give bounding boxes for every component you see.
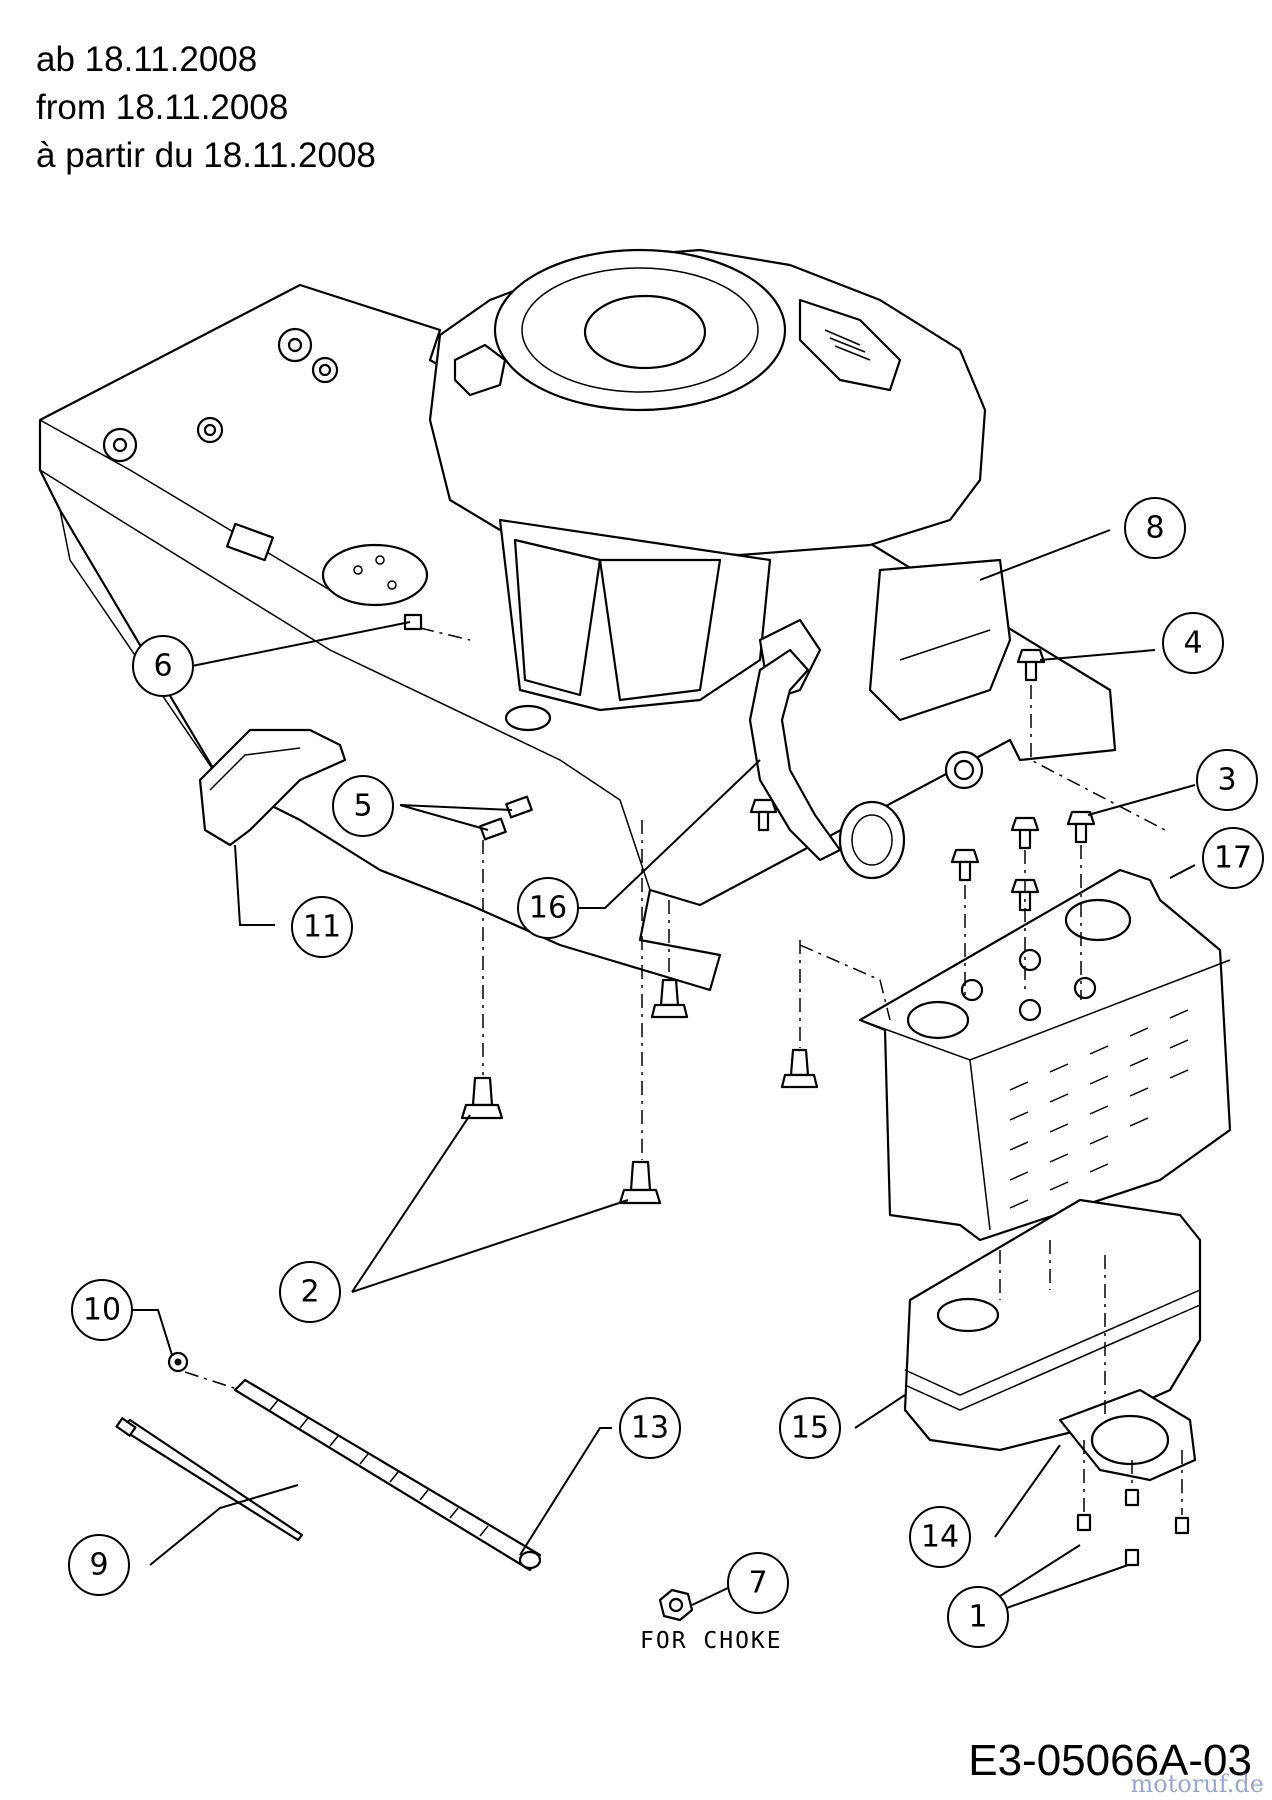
bolt-1d	[1124, 1488, 1140, 1507]
muffler	[903, 1198, 1202, 1452]
choke-note: FOR CHOKE	[640, 1628, 783, 1654]
bolt-3	[1066, 810, 1096, 844]
bolt-1c	[1174, 1516, 1190, 1535]
callout-10: 10	[71, 1279, 133, 1341]
assembly-lines	[184, 627, 1183, 1515]
bolt-2b	[618, 1160, 662, 1205]
bolt-16	[749, 798, 778, 832]
svg-text:1: 1	[968, 1600, 987, 1635]
document-number: E3-05066A-03	[968, 1736, 1252, 1785]
watermark: motoruf.de	[1130, 1770, 1264, 1798]
svg-text:9: 9	[89, 1548, 108, 1583]
clip	[167, 1351, 189, 1373]
bolt-1b	[1124, 1548, 1140, 1567]
callout-11: 11	[291, 896, 353, 958]
callout-15: 15	[779, 1397, 841, 1459]
date-line-de: ab 18.11.2008	[36, 40, 258, 79]
svg-text:16: 16	[529, 891, 567, 926]
callout-14: 14	[909, 1506, 971, 1568]
svg-text:14: 14	[921, 1520, 959, 1555]
bolt-5a	[479, 817, 507, 841]
callout-6: 6	[132, 635, 194, 697]
callout-7: 7	[727, 1552, 789, 1614]
callout-17: 17	[1202, 827, 1264, 889]
callout-5: 5	[332, 775, 394, 837]
callout-13: 13	[619, 1397, 681, 1459]
svg-text:5: 5	[353, 789, 372, 824]
heat-shield	[858, 868, 1232, 1242]
svg-text:2: 2	[300, 1275, 319, 1310]
validity-dates: ab 18.11.2008 from 18.11.2008 à partir d…	[36, 36, 376, 180]
svg-text:7: 7	[748, 1566, 767, 1601]
bolt-4	[1016, 648, 1046, 682]
callout-16: 16	[517, 877, 579, 939]
bolt-shield-b	[1010, 816, 1040, 850]
bolt-frame-b	[780, 1048, 819, 1089]
choke-rod	[233, 1378, 542, 1572]
svg-text:17: 17	[1214, 841, 1252, 876]
svg-text:3: 3	[1217, 763, 1236, 798]
deflector	[198, 728, 347, 847]
exhaust-pipe	[748, 648, 842, 862]
bolt-frame-a	[650, 978, 689, 1019]
svg-text:11: 11	[303, 910, 341, 945]
svg-text:4: 4	[1183, 626, 1202, 661]
callout-4: 4	[1162, 612, 1224, 674]
bolt-2a	[460, 1076, 504, 1120]
svg-text:6: 6	[153, 649, 172, 684]
callout-8: 8	[1124, 497, 1186, 559]
date-line-fr: à partir du 18.11.2008	[36, 136, 376, 175]
svg-text:13: 13	[631, 1411, 669, 1446]
muffler-flange	[1058, 1388, 1197, 1482]
callout-3: 3	[1196, 749, 1258, 811]
svg-text:10: 10	[83, 1293, 121, 1328]
date-line-en: from 18.11.2008	[36, 88, 289, 127]
bolt-shield-a	[950, 848, 980, 882]
svg-text:8: 8	[1145, 511, 1164, 546]
engine	[428, 248, 1012, 722]
hex-bolts	[403, 613, 1190, 1567]
svg-text:15: 15	[791, 1411, 829, 1446]
callout-1: 1	[947, 1586, 1009, 1648]
bolt-1a	[1076, 1513, 1092, 1532]
choke-nut	[658, 1588, 694, 1622]
cable-tie	[115, 1417, 304, 1542]
callout-9: 9	[68, 1534, 130, 1596]
callout-2: 2	[279, 1261, 341, 1323]
